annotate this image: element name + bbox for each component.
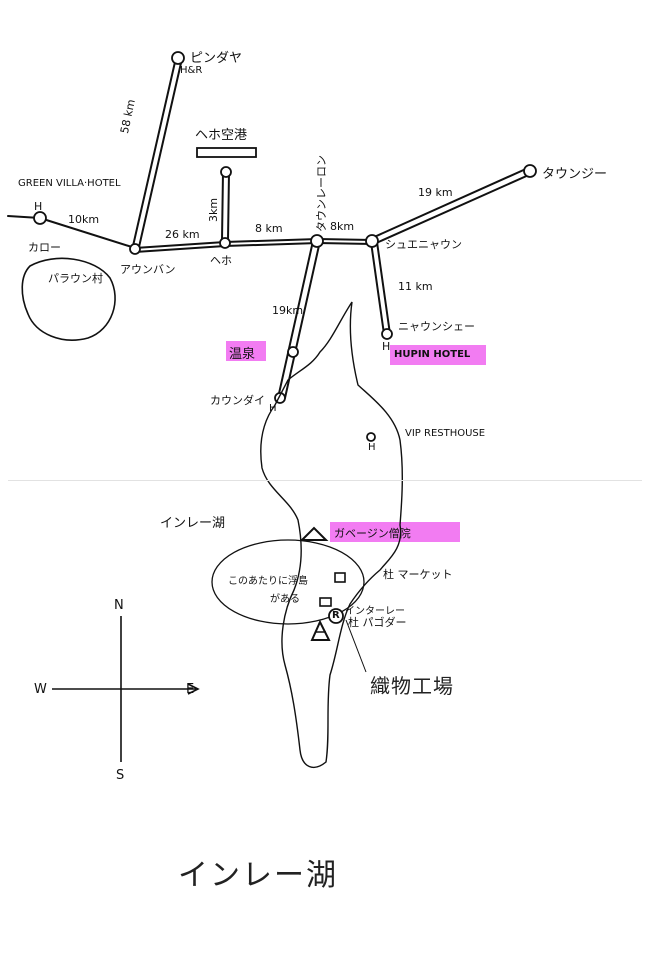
road-aungban-junction-2 — [134, 242, 373, 253]
weaving-factory-label: 織物工場 — [370, 674, 454, 698]
hot-spring-label: 温泉 — [229, 347, 256, 362]
airport-node — [220, 166, 232, 178]
market-marker — [334, 572, 346, 583]
dist-shwenyaung-nyaungshwe: 11 km — [398, 280, 433, 293]
shwenyaung-label: シュエニャウン — [385, 238, 462, 251]
road-junction-khaungdaing — [277, 240, 314, 399]
dist-heho-junction: 8 km — [255, 222, 283, 235]
pagoda-marker — [310, 619, 331, 641]
junction-node — [310, 234, 324, 248]
dist-aungban-heho: 26 km — [165, 228, 200, 241]
hot-spring-node — [287, 346, 299, 358]
heho-airport-label: ヘホ空港 — [195, 128, 248, 143]
road-shwenyaung-taunggyi — [371, 167, 529, 239]
aungban-label: アウンバン — [120, 263, 176, 276]
taunggyi-node — [523, 164, 537, 178]
road-aungban-junction — [134, 238, 373, 249]
ywama-marker — [319, 597, 332, 607]
inle-lake-outline — [260, 301, 404, 769]
compass — [52, 616, 200, 762]
road-shwenyaung-nyaungshwe — [370, 241, 385, 335]
nyaungshwe-hotel-marker: H — [382, 340, 391, 353]
pindaya-hr-label: H&R — [180, 65, 203, 76]
hot-spring-highlight — [226, 341, 266, 361]
road-aungban-pindaya — [132, 61, 176, 247]
nyaungshwe-label: ニャウンシェー — [398, 320, 475, 333]
monastery-label: ガベージン僧院 — [334, 527, 411, 540]
dist-heho-airport: 3km — [207, 197, 220, 222]
ywama-label: インターレー — [345, 606, 405, 617]
kalaw-node — [33, 211, 47, 225]
paper-fold — [8, 480, 642, 481]
heho-label: ヘホ — [210, 254, 232, 267]
pagoda-label: 杜 パゴダー — [348, 616, 407, 629]
road-aungban-pindaya-2 — [138, 62, 182, 248]
dist-kalaw-aungban: 10km — [68, 213, 100, 226]
road-shwenyaung-nyaungshwe-2 — [376, 241, 391, 335]
dist-junction-shwenyaung: 8km — [330, 220, 355, 233]
heho-node — [219, 237, 231, 249]
palaung-village-area — [21, 257, 116, 341]
monastery-highlight — [330, 522, 460, 542]
palaung-village-label: パラウン村 — [48, 272, 103, 285]
khaungdaing-label: カウンダイ — [210, 394, 265, 407]
pindaya-label: ピンダヤ — [190, 51, 243, 66]
compass-west: W — [34, 682, 47, 697]
aungban-node — [129, 243, 141, 255]
shwenyaung-node — [365, 234, 379, 248]
pagoda-circle — [328, 608, 344, 624]
dist-junction-khaungdaing: 19km — [272, 304, 304, 317]
hupin-hotel-label: HUPIN HOTEL — [394, 349, 471, 360]
road-kalaw-aungban — [39, 217, 136, 249]
vip-resthouse-label: VIP RESTHOUSE — [405, 428, 486, 439]
footer-title: インレー湖 — [178, 858, 338, 893]
green-villa-label: GREEN VILLA·HOTEL — [18, 178, 121, 189]
khaungdaing-hotel-marker: H — [269, 403, 277, 414]
inle-lake-label: インレー湖 — [160, 516, 226, 531]
compass-south: S — [116, 768, 125, 783]
pindaya-node — [171, 51, 185, 65]
road-junction-khaungdaing-2 — [284, 240, 321, 399]
weaving-pointer — [345, 619, 367, 673]
vip-hotel-marker: H — [368, 442, 376, 453]
market-label: 杜 マーケット — [383, 568, 453, 581]
road-shwenyaung-taunggyi-2 — [373, 173, 532, 245]
taunggyi-label: タウンジー — [542, 167, 608, 182]
floating-village-label2: がある — [270, 594, 300, 605]
monastery-marker — [299, 526, 329, 541]
road-heho-airport — [221, 171, 224, 241]
vip-resthouse-node — [366, 432, 376, 442]
runway — [196, 147, 257, 158]
road-name-label: タウンレーロン — [315, 155, 328, 232]
compass-east: E — [186, 682, 195, 697]
hupin-highlight — [390, 345, 486, 365]
floating-garden-area — [211, 539, 365, 625]
kalaw-label: カロー — [28, 241, 61, 254]
dist-shwenyaung-taunggyi: 19 km — [418, 186, 453, 199]
kalaw-hotel-marker: H — [34, 200, 43, 213]
nyaungshwe-node — [381, 328, 393, 340]
pagoda-r-marker: R — [332, 610, 340, 621]
compass-north: N — [114, 598, 124, 613]
floating-village-label: このあたりに浮島 — [228, 576, 308, 587]
road-heho-airport-2 — [227, 171, 230, 241]
